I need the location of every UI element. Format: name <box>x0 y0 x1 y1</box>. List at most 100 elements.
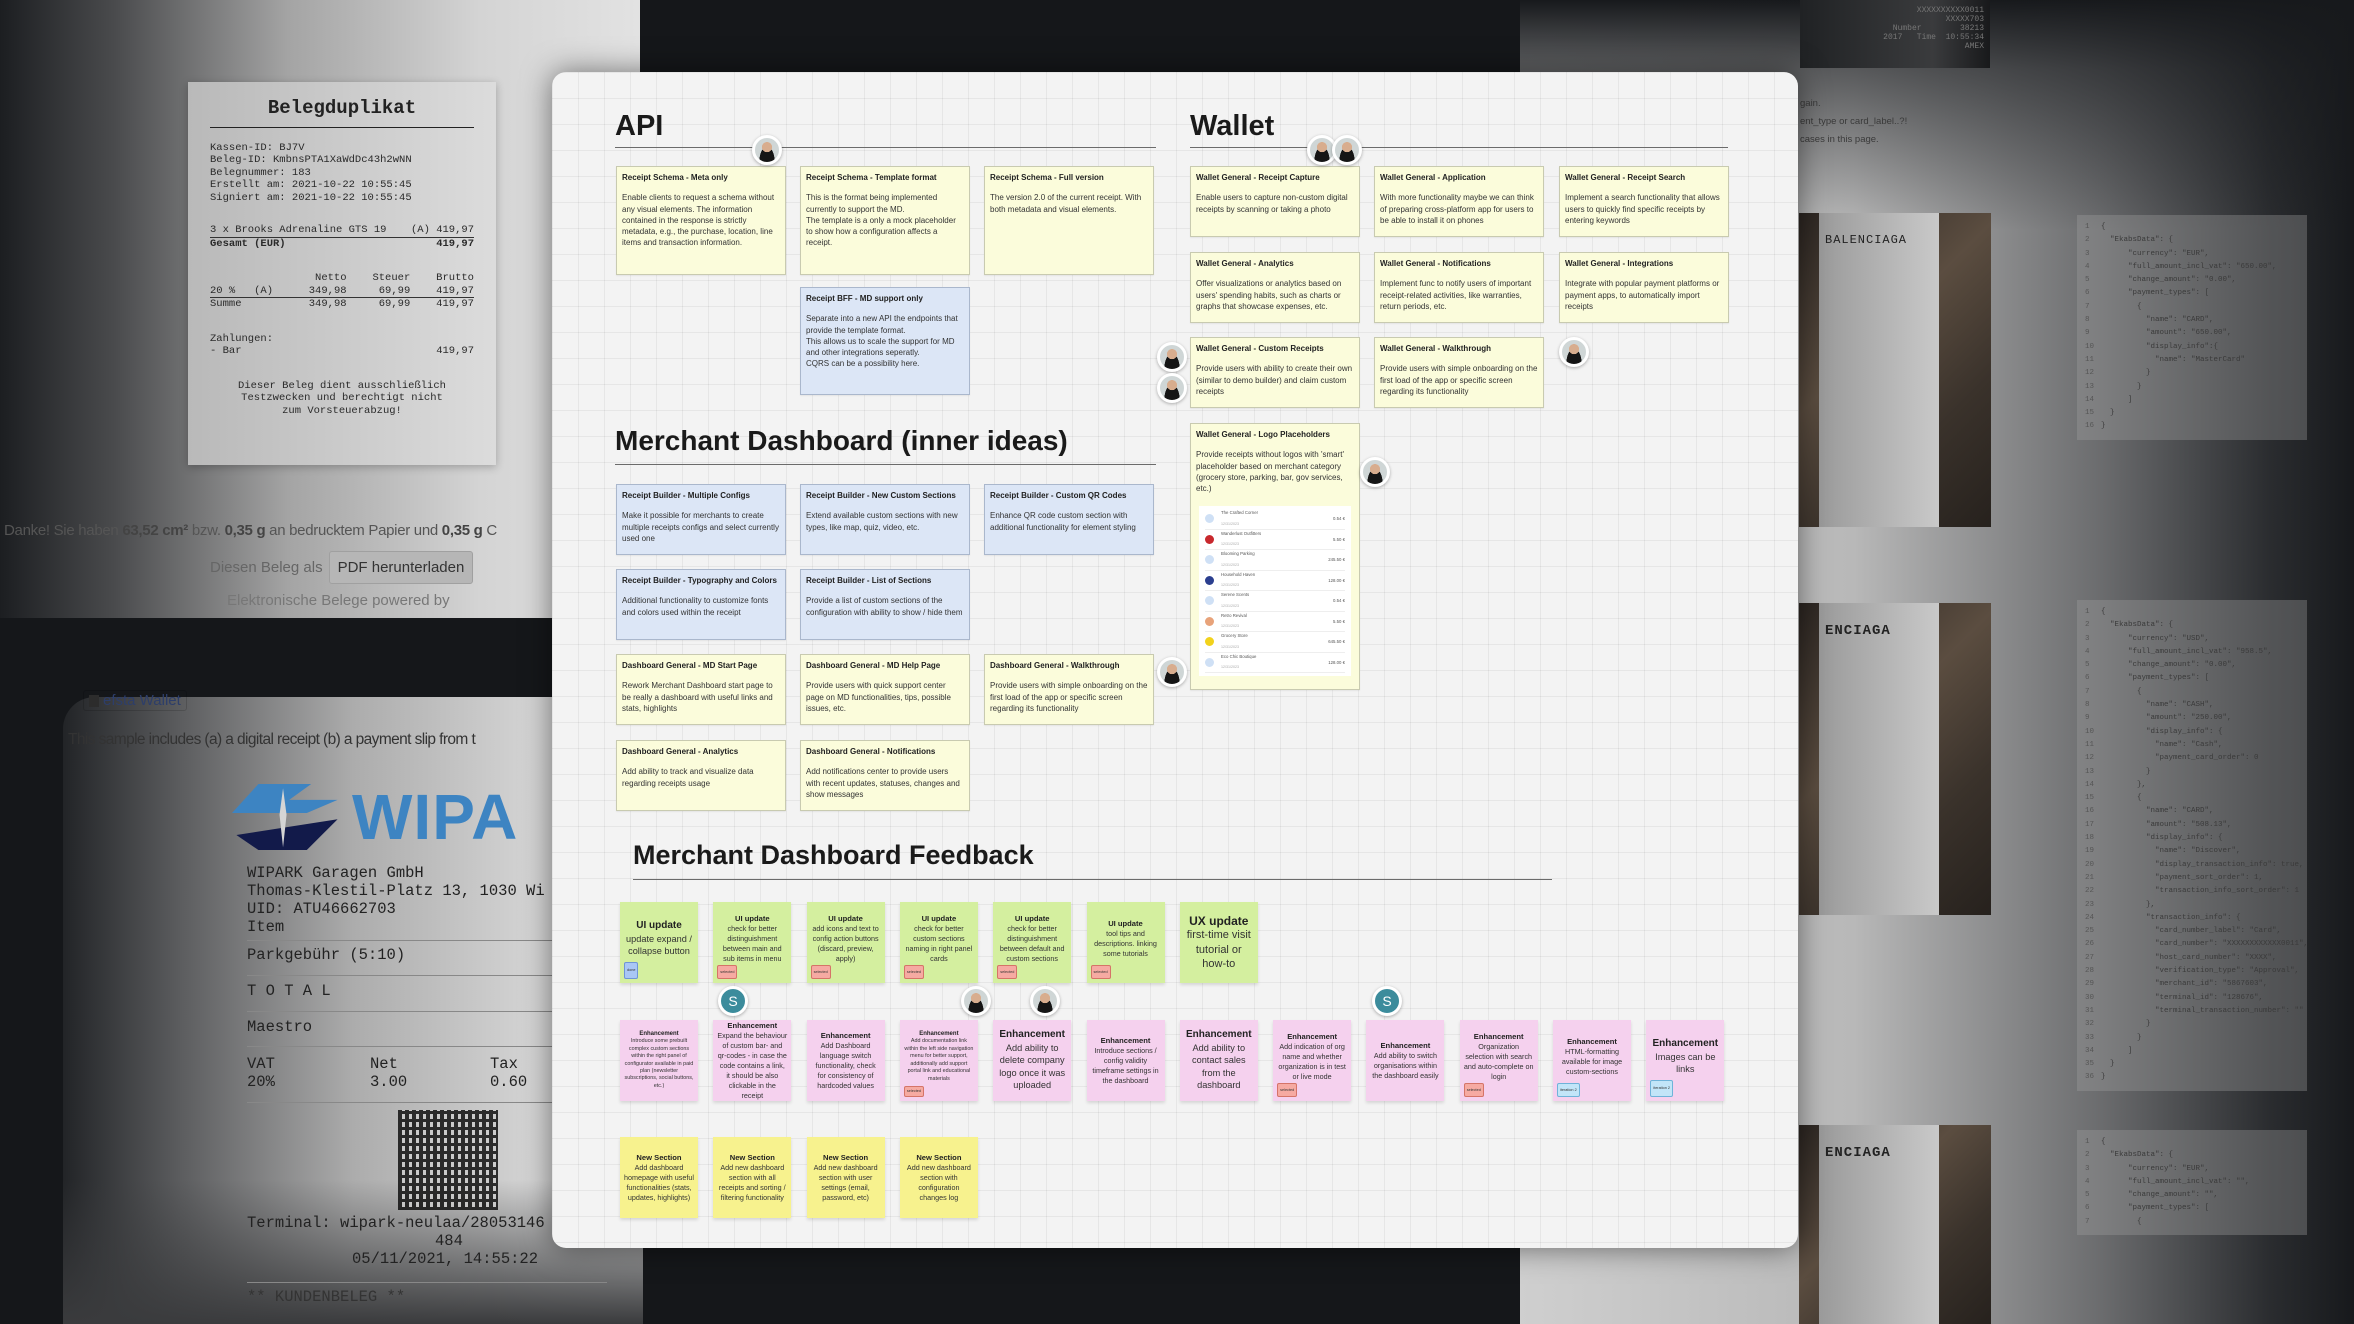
line-number: 31 <box>2085 1006 2095 1015</box>
collaborator-avatar[interactable] <box>1559 337 1589 367</box>
pdf-download-button[interactable]: PDF herunterladen <box>328 551 474 584</box>
line-number: 5 <box>2085 661 2090 670</box>
collaborator-avatar[interactable] <box>1030 986 1060 1016</box>
code-text: "EkabsData": { <box>2101 1151 2174 1160</box>
efsta-wallet-link[interactable]: efsta Wallet <box>83 690 187 711</box>
whiteboard[interactable]: API Wallet Merchant Dashboard (inner ide… <box>552 72 1798 1248</box>
collaborator-avatar[interactable] <box>1157 373 1187 403</box>
receipt-photo: ENCIAGA <box>1799 1125 1991 1324</box>
collaborator-avatar-s[interactable]: S <box>718 986 748 1016</box>
code-line: 34 ] <box>2085 1045 2299 1058</box>
code-text: "display_info": { <box>2101 727 2223 736</box>
card-title: Wallet General - Walkthrough <box>1380 344 1491 353</box>
line-number: 30 <box>2085 993 2095 1002</box>
divider <box>633 879 1552 880</box>
card-title: Dashboard General - Walkthrough <box>990 661 1120 670</box>
collaborator-avatar[interactable] <box>1157 657 1187 687</box>
card-title: Wallet General - Analytics <box>1196 259 1294 268</box>
collaborator-avatar[interactable] <box>1332 135 1362 165</box>
sticky-body: check for better distinguishment between… <box>722 924 782 963</box>
receipt-amount: 5.50 € <box>1333 536 1345 542</box>
line-number: 26 <box>2085 940 2095 949</box>
code-line: 15 { <box>2085 792 2299 805</box>
sticky-title: Enhancement <box>639 1030 679 1037</box>
wipark-line: Parkgebühr (5:10) <box>247 946 406 964</box>
code-line: 3 "currency": "EUR", <box>2085 248 2299 261</box>
card-body: Offer visualizations or analytics based … <box>1196 279 1342 311</box>
collaborator-avatar[interactable] <box>961 986 991 1016</box>
card-title: Receipt Schema - Template format <box>806 173 937 182</box>
wipark-line: Thomas-Klestil-Platz 13, 1030 Wi <box>247 882 545 900</box>
card-body: Rework Merchant Dashboard start page to … <box>622 681 773 713</box>
sticky-title: UI update <box>828 914 863 923</box>
note-line: ent_type or card_label..?! <box>1800 116 1908 127</box>
receipt-photo-label: BALENCIAGA <box>1819 213 1939 527</box>
payments-label: Zahlungen: <box>210 332 274 345</box>
line-number: 9 <box>2085 714 2090 723</box>
fork-knife-icon <box>1205 514 1214 524</box>
collaborator-avatar[interactable] <box>752 135 782 165</box>
receipt-amount: 0.54 € <box>1333 598 1345 604</box>
collaborator-avatar-s[interactable]: S <box>1372 986 1402 1016</box>
code-line: 23 }, <box>2085 899 2299 912</box>
code-line: 14 ] <box>2085 394 2299 407</box>
sticky-body: Add ability to switch organisations with… <box>1372 1050 1439 1080</box>
code-text: "host_card_number": "XXXX", <box>2101 953 2277 962</box>
receipt-title: Belegduplikat <box>267 97 417 119</box>
collaborator-avatar[interactable] <box>1360 457 1390 487</box>
code-line: 4 "full_amount_incl_vat": "", <box>2085 1176 2299 1189</box>
sticky-title: New Section <box>729 1152 775 1162</box>
collaborator-avatar[interactable] <box>1157 342 1187 372</box>
code-line: 25 "card_number_label": "Card", <box>2085 925 2299 938</box>
thanks-pre: Danke! Sie haben <box>4 522 123 539</box>
